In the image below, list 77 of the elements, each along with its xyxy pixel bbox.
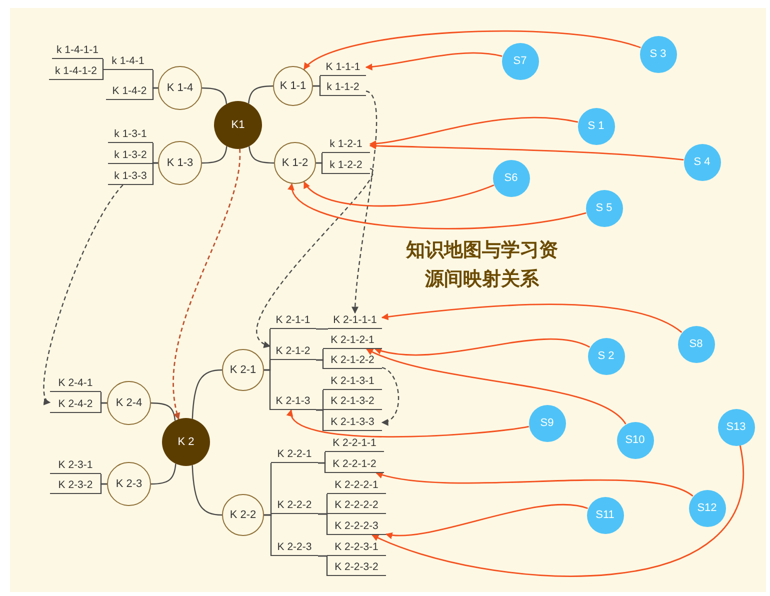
topic-label: K 2-2-2-1 — [327, 478, 386, 494]
topic-label: K 2-1-3 — [270, 394, 316, 410]
branch-line — [192, 465, 222, 516]
branch-line — [318, 462, 326, 473]
branch-line — [264, 369, 271, 410]
topic-label: K 2-4-1 — [50, 376, 101, 392]
topic-label: K 2-3-2 — [50, 478, 101, 494]
branch-line — [152, 87, 158, 100]
topic-label: K 2-2-1 — [271, 447, 318, 463]
topic-label: k 1-4-1-1 — [52, 43, 103, 59]
branch-line — [316, 409, 324, 431]
topic-label: K 2-1-3-1 — [323, 374, 382, 390]
mapping-arrow — [372, 445, 744, 577]
topic-label: k 1-4-1 — [103, 54, 153, 70]
topic-label: k 1-3-1 — [108, 127, 153, 143]
branch-line — [202, 146, 228, 164]
mapping-arrow — [304, 30, 641, 70]
topic-label: K 1-4-2 — [106, 84, 153, 100]
dashed-arrow — [256, 168, 374, 347]
branch-line — [152, 162, 158, 185]
mapping-arrow — [304, 181, 494, 207]
mapping-arrow — [366, 348, 626, 424]
branch-line — [313, 85, 321, 96]
topic-label: K 2-1-2-1 — [323, 333, 382, 349]
topic-label: k 1-2-2 — [322, 158, 370, 174]
topic-label: K 2-1-2 — [270, 344, 316, 360]
branch-line — [318, 513, 328, 535]
dashed-arrow — [42, 184, 124, 403]
topic-label: K 1-1-1 — [320, 60, 366, 76]
topic-label: K 2-2-3-1 — [327, 540, 386, 556]
branch-line — [316, 162, 323, 174]
diagram-title: 知识地图与学习资源间映射关系 — [404, 238, 559, 292]
mapping-arrow — [381, 304, 682, 333]
topic-label: K 2-2-2-3 — [327, 519, 386, 535]
branch-line — [100, 483, 107, 494]
topic-label: K 2-1-1 — [270, 313, 316, 329]
topic-label: K 2-2-3-2 — [327, 560, 386, 576]
mapping-arrow — [374, 338, 590, 356]
topic-label: K 2-2-2-2 — [327, 498, 386, 514]
branch-line — [318, 555, 328, 576]
mapping-arrow — [369, 142, 684, 161]
topic-label: K 2-1-1-1 — [328, 313, 382, 329]
topic-label: K 2-2-3 — [271, 540, 318, 556]
branch-line — [264, 514, 272, 556]
dashed-arrow — [381, 367, 400, 425]
mapping-arrow — [376, 471, 694, 497]
topic-label: K 2-2-1-2 — [325, 457, 384, 473]
topic-label: K 2-1-3-2 — [323, 394, 382, 410]
topic-label: k 1-1-2 — [320, 80, 366, 96]
branch-line — [202, 87, 228, 104]
mapping-arrow — [385, 504, 588, 538]
branch-line — [100, 402, 107, 413]
topic-label: K 2-2-2 — [271, 498, 318, 514]
topic-label: K 2-4-2 — [50, 397, 101, 413]
branch-line — [102, 59, 104, 71]
topic-label: K 2-1-2-2 — [323, 353, 382, 369]
topic-label: k 1-3-3 — [108, 169, 153, 185]
topic-label: K 2-1-3-3 — [323, 415, 382, 431]
mapping-arrow — [290, 183, 586, 230]
branch-line — [150, 402, 176, 421]
branch-line — [150, 464, 176, 485]
topic-label: k 1-2-1 — [322, 137, 370, 153]
topic-label: k 1-3-2 — [108, 148, 153, 164]
topic-label: K 2-3-1 — [50, 458, 101, 474]
branch-line — [102, 69, 104, 80]
branch-line — [248, 146, 274, 164]
dashed-arrow — [352, 90, 378, 314]
branch-line — [316, 328, 329, 330]
mapping-arrow — [365, 52, 502, 70]
branch-line — [192, 369, 222, 419]
branch-line — [316, 359, 324, 369]
branch-line — [248, 85, 274, 104]
topic-label: k 1-4-1-2 — [49, 64, 103, 80]
mapping-arrow — [289, 409, 529, 438]
topic-label: K 2-2-1-1 — [325, 436, 384, 452]
dashed-arrow — [172, 148, 240, 420]
mapping-arrow — [369, 116, 578, 147]
